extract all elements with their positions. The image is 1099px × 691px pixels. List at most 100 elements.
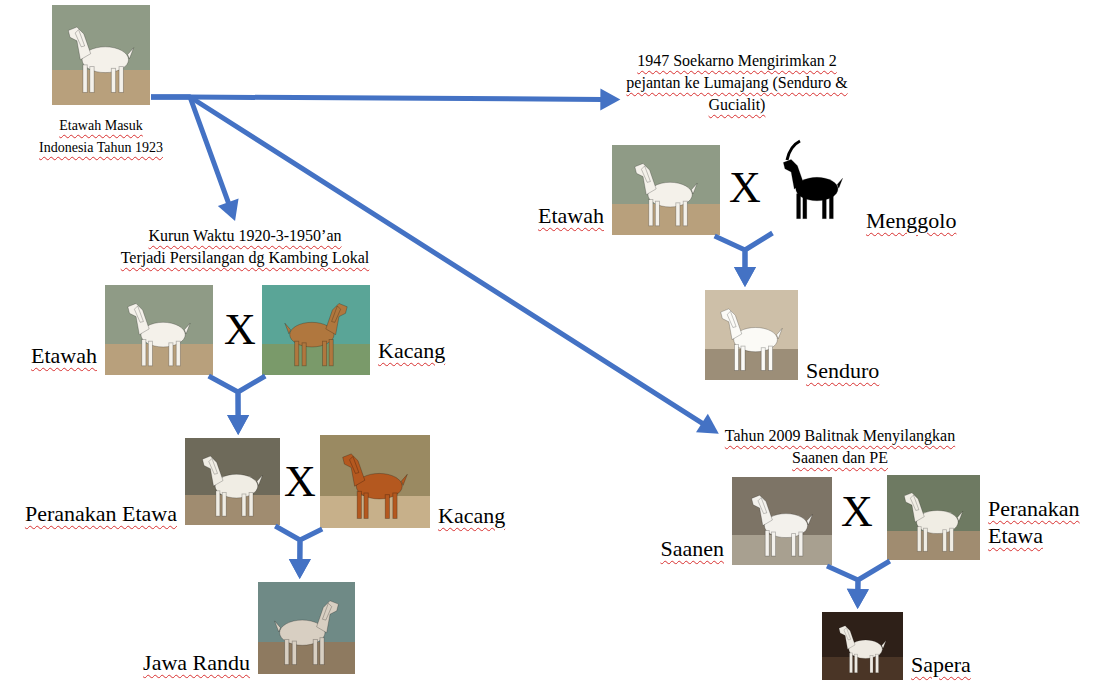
cross-symbol: X [729,166,761,210]
arrow-head [847,589,869,609]
breed-name: Peranakan Etawa [25,500,177,527]
arrow-line [300,529,322,561]
heading-text: 1947 Soekarno Mengirimkan 2 pejantan ke … [626,50,847,116]
arrow-head [600,88,620,110]
arrow-head [734,267,756,287]
arrow-line [827,566,858,591]
photo-ground [705,349,798,380]
arrow-head [696,414,719,434]
photo-ground [320,496,430,528]
goat-photo: Senduro [705,290,798,380]
etawah-photo [105,285,213,375]
heading-text: Tahun 2009 Balitnak Menyilangkan Saanen … [725,425,955,469]
goat-figure [635,163,697,225]
photo-ground [887,531,980,560]
arrow-head [218,198,239,221]
goat-horn [787,141,800,160]
photo-background [705,290,798,380]
photo-ground [258,642,355,674]
heading-text: Kurun Waktu 1920-3-1950’an Terjadi Persi… [121,225,370,269]
etawah-photo [612,145,720,235]
arrow-line [858,561,890,591]
group-heading: Tahun 2009 Balitnak Menyilangkan Saanen … [725,425,955,469]
sapera-photo [822,612,903,680]
goat-photo: Etawah [612,145,720,235]
goat-figure [839,626,886,673]
goat-photo: Kacang [320,435,430,528]
photo-background [52,5,150,105]
photo-background [185,438,280,525]
arrow-line [275,526,300,561]
arrow-head [289,559,311,579]
goat-figure [275,601,339,665]
cross-symbol: X [224,308,256,352]
photo-ground [262,344,370,375]
photo-background [887,475,980,560]
photo-caption: Etawah Masuk Indonesia Tahun 1923 [39,115,163,159]
photo-background [105,285,213,375]
photo-ground [185,495,280,525]
goat-figure [783,159,842,218]
breeding-arrow [151,97,239,221]
goat-photo: Kacang [262,285,370,375]
cross-symbol: X [284,460,316,504]
arrow-line [151,97,602,99]
goat-photo: Etawah [105,285,213,375]
breeding-arrow [715,236,756,287]
goat-figure [904,493,963,552]
goat-figure [128,303,190,365]
group-heading: Kurun Waktu 1920-3-1950’an Terjadi Persi… [121,225,370,269]
breeding-arrow [827,566,869,609]
kacang-photo [320,435,430,528]
breeding-arrow [227,376,265,435]
goat-figure [68,27,133,92]
group-heading: 1947 Soekarno Mengirimkan 2 pejantan ke … [626,50,847,116]
goat-photo: Menggolo [768,137,858,232]
goat-figure [343,454,408,519]
photo-ground [732,535,832,565]
arrow-head [734,267,756,287]
peranakan-etawa-photo [887,475,980,560]
breeding-arrow [209,376,249,435]
goat-photo: Sapera [822,612,903,680]
goat-photo: Etawah Masuk Indonesia Tahun 1923 [52,5,150,105]
photo-ground [612,204,720,235]
photo-ground [105,344,213,375]
breed-name: Peranakan Etawa [988,495,1080,549]
goat-figure [285,303,347,365]
breeding-arrow [847,561,890,609]
arrow-head [227,415,249,435]
photo-ground [822,657,903,680]
breeding-arrow [275,526,311,579]
breeding-arrow [151,88,620,110]
senduro-photo [705,290,798,380]
photo-background [732,477,832,565]
etawah-photo [52,5,150,105]
saanen-photo [732,477,832,565]
arrow-head [227,415,249,435]
breed-name: Kacang [438,502,505,529]
jawa-randu-photo [258,582,355,674]
arrow-head [847,589,869,609]
breeding-arrow [289,529,322,579]
goat-figure [752,495,813,556]
arrow-line [745,233,773,269]
arrow-line [238,376,265,417]
menggolo-silhouette [783,141,842,219]
photo-background [320,435,430,528]
goat-figure [721,309,783,371]
goat-photo: Peranakan Etawa [185,438,280,525]
goat-photo: Saanen [732,477,832,565]
cross-symbol: X [841,490,873,534]
breed-name: Menggolo [866,207,956,234]
goat-figure [202,456,262,516]
photo-background [612,145,720,235]
arrow-line [715,236,745,269]
peranakan-etawa-photo [185,438,280,525]
breed-name: Kacang [378,337,445,364]
arrow-line [209,376,238,417]
goat-photo: Jawa Randu [258,582,355,674]
breed-name: Etawah [31,342,97,369]
